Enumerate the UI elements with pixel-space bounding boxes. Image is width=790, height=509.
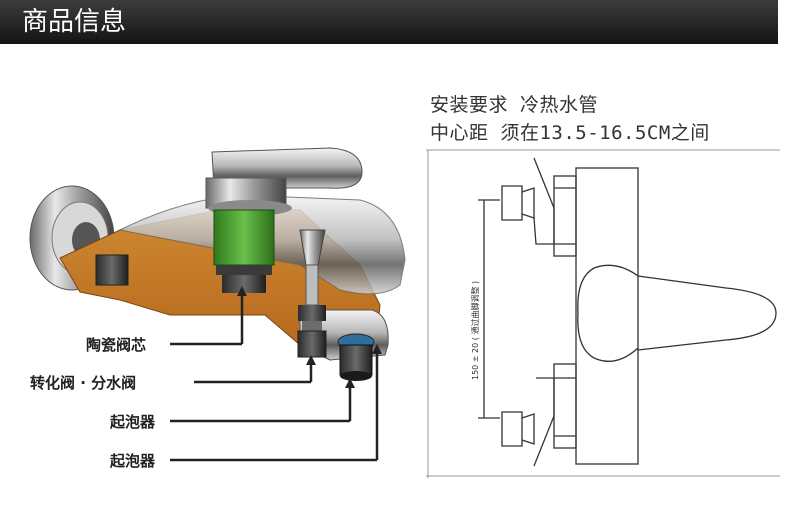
ceramic-cartridge	[213, 209, 275, 293]
section-title: 商品信息	[22, 7, 127, 37]
install-requirement-line1: 安装要求 冷热水管	[430, 94, 598, 116]
aerator	[337, 333, 375, 381]
diverter-valve	[297, 229, 327, 358]
dimension-label: 150 ± 20 ( 通过曲脚调整 )	[470, 281, 480, 380]
install-requirement-line2: 中心距 须在13.5-16.5CM之间	[430, 122, 710, 144]
callout-aerator: 起泡器	[110, 413, 156, 431]
callout-aerator-2: 起泡器	[110, 452, 156, 470]
installation-drawing: 150 ± 20 ( 通过曲脚调整 )	[426, 149, 780, 478]
faucet-cutaway-illustration	[29, 147, 406, 462]
callout-diverter-valve: 转化阀 · 分水阀	[30, 374, 137, 392]
callout-lines	[170, 286, 382, 462]
callout-ceramic-cartridge: 陶瓷阀芯	[86, 336, 147, 354]
section-header: 商品信息	[0, 0, 778, 44]
